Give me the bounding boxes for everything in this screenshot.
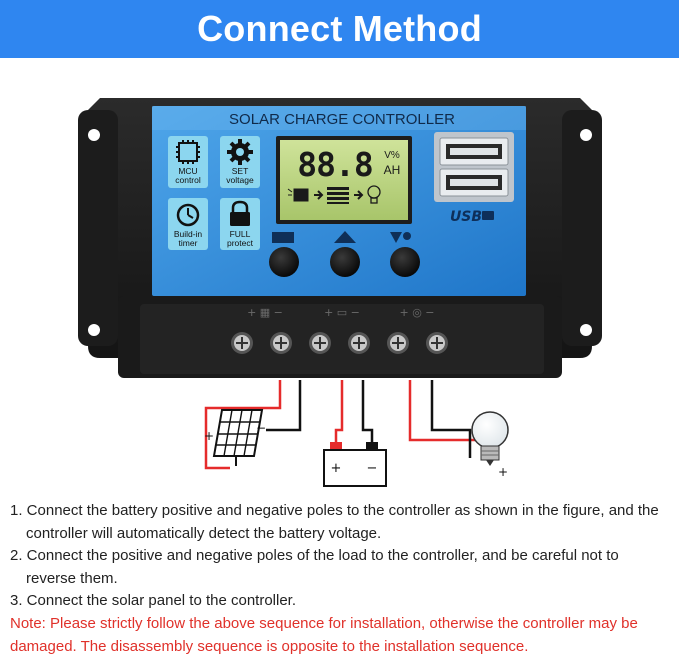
terminal-block: + ▦ − + ▭ − + ◎ − bbox=[118, 296, 562, 378]
lcd-digits: 88.8 bbox=[297, 145, 372, 184]
feature-timer: Build-in timer bbox=[168, 198, 208, 250]
mount-hole bbox=[580, 324, 592, 336]
lcd-solar-icon bbox=[287, 188, 309, 202]
feature-label: Build-in bbox=[174, 229, 203, 239]
lock-icon bbox=[230, 200, 250, 226]
gear-icon bbox=[227, 139, 253, 165]
mount-hole bbox=[88, 324, 100, 336]
step-1-continued: controller will automatically detect the… bbox=[10, 523, 674, 546]
instructions: 1. Connect the battery positive and nega… bbox=[10, 500, 674, 658]
svg-text:+: + bbox=[204, 429, 214, 443]
down-button[interactable] bbox=[390, 247, 420, 277]
wiring bbox=[204, 380, 486, 470]
terminal-screw[interactable] bbox=[270, 332, 292, 354]
feature-label: voltage bbox=[226, 175, 254, 185]
step-1-text-cont: controller will automatically detect the… bbox=[26, 524, 382, 542]
note: Note: Please strictly follow the above s… bbox=[10, 613, 674, 636]
terminal-screw[interactable] bbox=[426, 332, 448, 354]
usb-ports bbox=[434, 132, 514, 202]
note-continued: damaged. The disassembly sequence is opp… bbox=[10, 636, 674, 659]
lcd-battery-icon bbox=[327, 187, 349, 204]
svg-text:+: + bbox=[498, 465, 508, 479]
step-1: 1. Connect the battery positive and nega… bbox=[10, 500, 674, 523]
terminal-screw[interactable] bbox=[348, 332, 370, 354]
feature-label: control bbox=[175, 175, 201, 185]
page-title: Connect Method bbox=[197, 8, 482, 49]
up-icon bbox=[334, 231, 356, 243]
terminal-screw[interactable] bbox=[309, 332, 331, 354]
feature-label: protect bbox=[227, 238, 254, 248]
clock-icon bbox=[176, 203, 200, 227]
lcd-unit-top: V% bbox=[384, 150, 400, 161]
mount-hole bbox=[88, 129, 100, 141]
note-text: Note: Please strictly follow the above s… bbox=[10, 614, 638, 632]
step-2-text-cont: reverse them. bbox=[26, 569, 118, 587]
feature-mcu: MCU control bbox=[168, 136, 208, 188]
chip-icon bbox=[176, 140, 200, 164]
step-1-text: 1. Connect the battery positive and nega… bbox=[10, 502, 659, 519]
usb-plug-icon bbox=[482, 211, 494, 220]
terminal-screw[interactable] bbox=[387, 332, 409, 354]
light-bulb-icon: + bbox=[471, 411, 509, 479]
up-button[interactable] bbox=[330, 247, 360, 277]
step-2: 2. Connect the positive and negative pol… bbox=[10, 545, 674, 568]
down-icon-dot bbox=[403, 232, 411, 240]
step-3-text: 3. Connect the solar panel to the contro… bbox=[10, 592, 297, 610]
solar-panel-icon: + − bbox=[204, 409, 266, 466]
controller-diagram: SOLAR CHARGE CONTROLLER MCU control SET … bbox=[78, 98, 602, 487]
controller-title: SOLAR CHARGE CONTROLLER bbox=[229, 111, 455, 128]
terminal-screw[interactable] bbox=[231, 332, 253, 354]
terminal-group-solar: + ▦ − bbox=[247, 306, 283, 319]
feature-set-voltage: SET voltage bbox=[220, 136, 260, 188]
terminal-group-load: + ◎ − bbox=[399, 306, 434, 319]
down-icon bbox=[390, 232, 402, 243]
lcd-bulb-icon bbox=[367, 185, 381, 204]
step-3: 3. Connect the solar panel to the contro… bbox=[10, 590, 674, 613]
feature-protect: FULL protect bbox=[220, 198, 260, 250]
lcd-display: 88.8 V% AH bbox=[276, 136, 412, 224]
feature-label: FULL bbox=[230, 229, 251, 239]
svg-text:+: + bbox=[331, 461, 342, 476]
lcd-unit-bottom: AH bbox=[384, 163, 401, 177]
lcd-arrow-icon bbox=[354, 190, 364, 200]
terminal-screws bbox=[231, 332, 448, 354]
header-banner: Connect Method bbox=[0, 0, 679, 58]
button-icons bbox=[272, 231, 411, 243]
lcd-arrow-icon bbox=[314, 190, 324, 200]
feature-label: SET bbox=[232, 166, 249, 176]
terminal-group-battery: + ▭ − bbox=[324, 306, 360, 319]
mount-hole bbox=[580, 129, 592, 141]
battery-icon: + − bbox=[323, 442, 387, 487]
step-2-text: 2. Connect the positive and negative pol… bbox=[10, 547, 619, 565]
svg-text:−: − bbox=[256, 421, 266, 435]
menu-button[interactable] bbox=[269, 247, 299, 277]
usb-label: USB bbox=[450, 209, 482, 225]
menu-icon bbox=[272, 232, 294, 243]
svg-text:−: − bbox=[367, 461, 378, 476]
note-text-cont: damaged. The disassembly sequence is opp… bbox=[10, 637, 529, 655]
step-2-continued: reverse them. bbox=[10, 568, 674, 591]
feature-label: MCU bbox=[178, 166, 197, 176]
feature-label: timer bbox=[179, 238, 198, 248]
